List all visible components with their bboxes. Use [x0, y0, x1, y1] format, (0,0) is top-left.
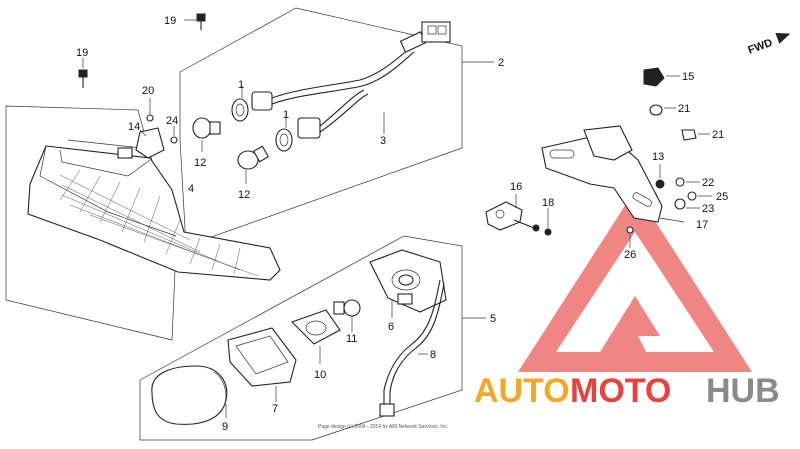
gasket-10: [290, 309, 341, 364]
washer-22: [675, 177, 700, 187]
frame-2: [179, 7, 494, 247]
label-4: 4: [188, 183, 194, 195]
frame-5: [139, 235, 486, 441]
socket-1-upper: [231, 86, 273, 122]
label-17: 17: [696, 219, 708, 231]
label-1-upper: 1: [238, 79, 244, 91]
fwd-arrow-icon: [775, 32, 791, 44]
label-16: 16: [510, 181, 522, 193]
nut-23: [674, 198, 700, 210]
label-26: 26: [624, 249, 636, 261]
reflector-7: [227, 327, 297, 402]
bracket-17: [541, 125, 685, 223]
frame-2-outline: [179, 7, 463, 247]
bolt-24: [170, 126, 178, 144]
label-20: 20: [142, 85, 154, 97]
cap-21-upper: [649, 104, 676, 116]
label-8: 8: [430, 349, 436, 361]
fwd-label: FWD: [746, 37, 774, 57]
label-12-upper: 12: [194, 157, 206, 169]
label-3: 3: [380, 135, 386, 147]
screw-18: [544, 208, 552, 236]
washer-25: [687, 191, 712, 201]
label-19-top: 19: [164, 15, 176, 27]
label-21-upper: 21: [678, 103, 690, 115]
label-13: 13: [652, 151, 664, 163]
label-22: 22: [702, 177, 714, 189]
fwd-indicator: FWD: [746, 32, 791, 57]
lamp-housing-6: [369, 249, 447, 318]
lens-9: [151, 365, 228, 425]
lens-pattern: [59, 169, 259, 277]
nut-15: [643, 67, 680, 87]
socket-1-lower: [275, 114, 321, 152]
bulb-11: [333, 299, 361, 332]
label-18: 18: [542, 197, 554, 209]
bulb-12-upper: [192, 117, 221, 152]
label-10: 10: [314, 369, 326, 381]
watermark-text-moto: MOTO: [570, 372, 671, 410]
part-labels: 1 1 2 3 4 5 6 7 8 9 10 11 12 12 13 14 15…: [76, 15, 728, 433]
watermark-logo: [518, 190, 752, 372]
label-24: 24: [166, 115, 178, 127]
bracket-14-20: [135, 98, 165, 159]
bolt-26: [626, 226, 634, 248]
cap-21-lower: [681, 129, 710, 141]
screw-19-top: [184, 13, 206, 30]
label-6: 6: [388, 321, 394, 333]
copyright-notice: Page design (c) 2004 - 2014 by ARI Netwo…: [318, 424, 448, 430]
label-14: 14: [128, 121, 140, 133]
label-23: 23: [702, 203, 714, 215]
wire-8: [379, 279, 445, 417]
nut-13: [655, 164, 665, 189]
label-25: 25: [716, 191, 728, 203]
label-7: 7: [272, 403, 278, 415]
label-9: 9: [222, 421, 228, 433]
label-2: 2: [498, 57, 504, 69]
label-19-left: 19: [76, 47, 88, 59]
label-12-lower: 12: [238, 189, 250, 201]
frame-4: [5, 105, 177, 341]
bulb-12-lower: [237, 145, 270, 184]
label-1-lower: 1: [283, 109, 289, 121]
watermark-wordmark: AUTO MOTO HUB: [474, 372, 780, 410]
plate-16: [485, 194, 540, 232]
label-11: 11: [346, 333, 357, 345]
wire-harness-3: [271, 21, 451, 134]
watermark-g-shape: [600, 296, 660, 352]
frame-5-outline: [139, 235, 463, 441]
watermark-text-hub: HUB: [706, 372, 780, 410]
watermark-text-auto: AUTO: [474, 372, 570, 410]
screw-19-left: [78, 58, 88, 88]
label-15: 15: [682, 71, 694, 83]
label-21-lower: 21: [712, 129, 724, 141]
frame-4-outline: [5, 105, 177, 341]
lens-mount-tab: [117, 147, 133, 159]
watermark-triangle-cutout: [556, 232, 714, 352]
label-5: 5: [490, 313, 496, 325]
